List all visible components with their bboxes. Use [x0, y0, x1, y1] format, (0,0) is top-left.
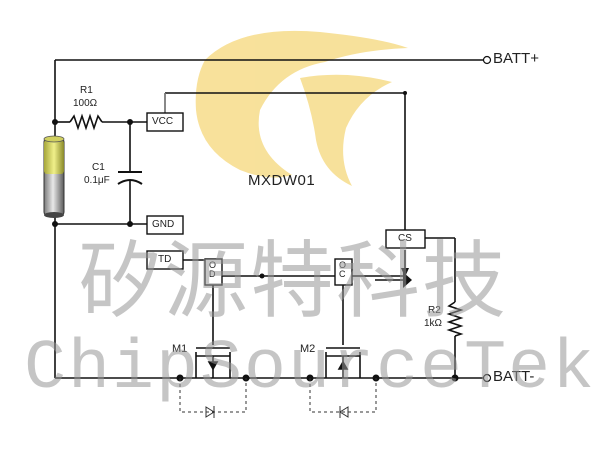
pin-gnd-label: GND: [152, 219, 175, 230]
batt-minus-label: BATT-: [493, 368, 535, 385]
c1-value: 0.1μF: [84, 175, 110, 186]
body-diodes: [179, 378, 377, 413]
wires: [54, 59, 484, 379]
pin-oc-label: OC: [339, 260, 347, 279]
pin-td-label: TD: [158, 254, 172, 265]
r2-name: R2: [428, 305, 441, 316]
r1-value: 100Ω: [73, 98, 98, 109]
pin-vcc-label: VCC: [152, 116, 174, 127]
batt-plus-terminal-icon: [482, 55, 492, 65]
watermark-english: ChipSourceTek: [24, 330, 597, 409]
c1-name: C1: [92, 162, 105, 173]
m2-mosfet-symbol: [326, 355, 360, 378]
batt-plus-label: BATT+: [493, 50, 539, 67]
watermark-chinese: 矽源特科技: [78, 232, 509, 330]
r1-resistor-symbol: [69, 113, 103, 131]
r1-name: R1: [80, 85, 93, 96]
chip-name: MXDW01: [248, 172, 316, 189]
pin-od-label: OD: [209, 260, 217, 279]
c1-capacitor-symbol: [117, 171, 143, 185]
r2-resistor-symbol: [446, 301, 464, 337]
m1-mosfet-symbol: [196, 355, 230, 378]
logo-watermark: [195, 30, 408, 186]
r2-value: 1kΩ: [424, 318, 443, 329]
pin-boxes: [146, 112, 426, 286]
batt-minus-terminal-icon: [482, 373, 492, 383]
battery-symbol: [43, 135, 65, 218]
pin-cs-label: CS: [398, 233, 412, 244]
m1-label: M1: [172, 343, 188, 355]
m2-label: M2: [300, 343, 316, 355]
diode-symbols: [205, 406, 349, 418]
